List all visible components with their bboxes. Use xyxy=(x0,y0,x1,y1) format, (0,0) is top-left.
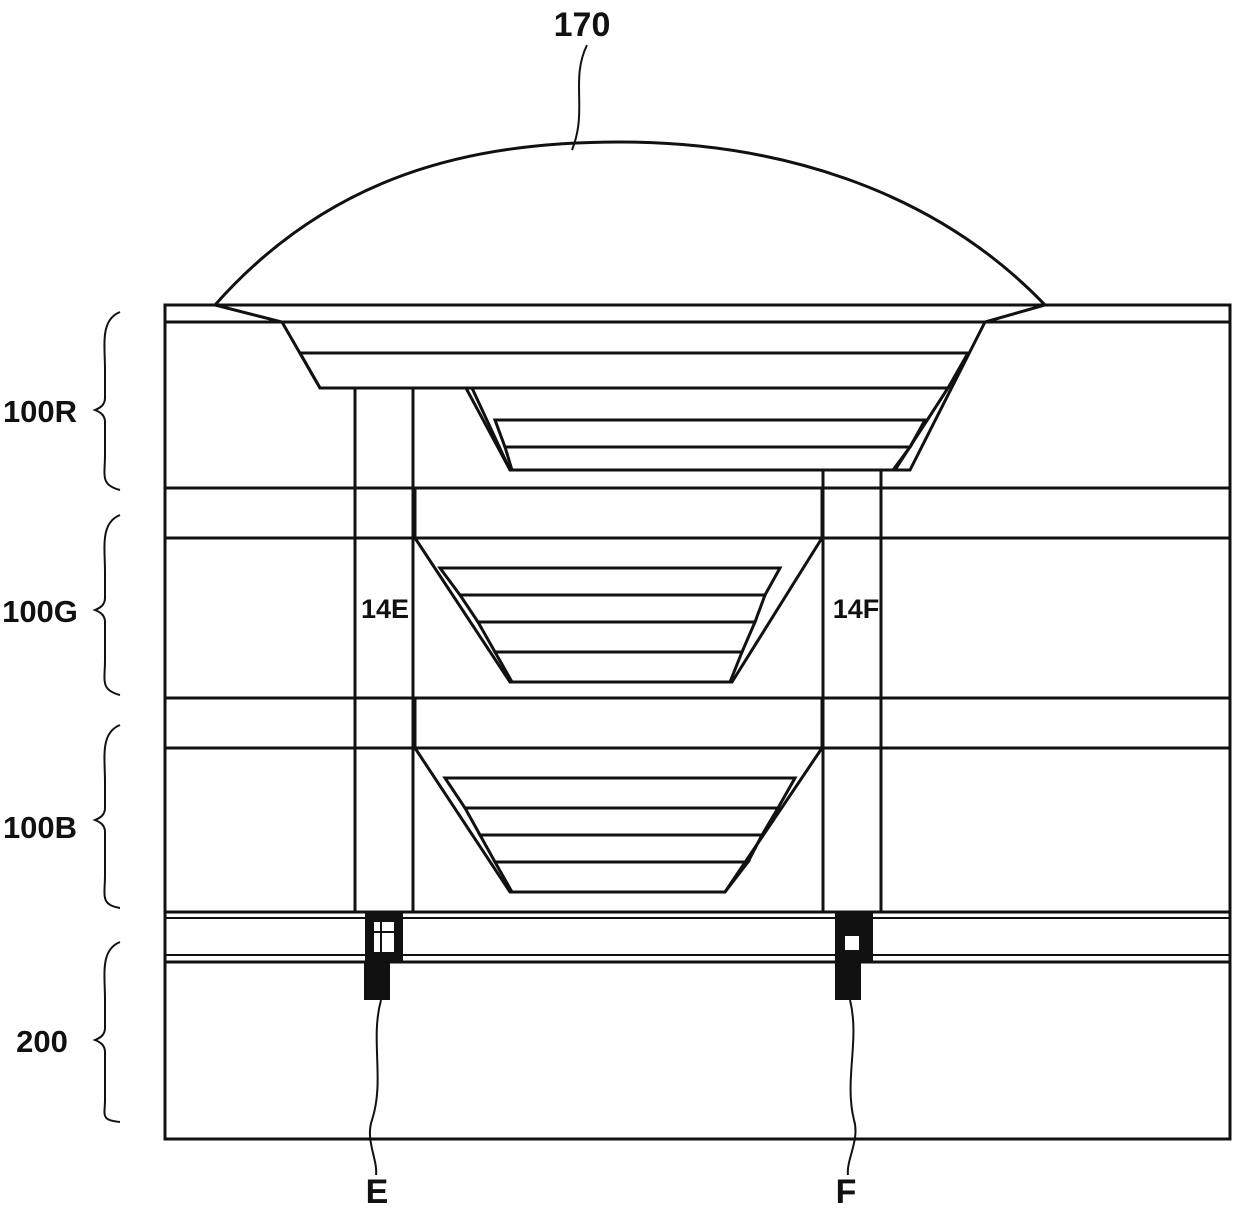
blue-cup-body xyxy=(465,808,778,835)
label-layer-green: 100G xyxy=(2,594,78,629)
via-right xyxy=(823,470,881,912)
brace-red xyxy=(95,312,120,490)
green-cup-inner xyxy=(478,622,755,652)
label-layer-red: 100R xyxy=(3,394,77,429)
label-substrate: 200 xyxy=(16,1024,68,1059)
label-via-left: 14E xyxy=(361,594,409,624)
green-cup-top xyxy=(440,568,780,595)
green-cup-body xyxy=(460,595,765,622)
brace-substrate xyxy=(95,942,120,1122)
brace-blue xyxy=(95,725,120,908)
green-layer-grid xyxy=(165,538,1230,698)
blue-cup-bottom xyxy=(495,862,748,892)
red-layer-grid xyxy=(165,322,1230,488)
leader-terminal-left xyxy=(370,1000,381,1175)
label-terminal-left: E xyxy=(366,1173,389,1211)
leader-terminal-right xyxy=(848,1000,856,1175)
blue-cup-inner xyxy=(480,835,762,862)
red-cup-inner xyxy=(495,420,925,447)
leader-lens xyxy=(572,45,587,150)
substrate-region xyxy=(165,962,1230,1139)
brace-green xyxy=(95,515,120,695)
label-via-right: 14F xyxy=(833,594,880,624)
terminal-right-contact xyxy=(835,912,873,1000)
green-cup-bottom xyxy=(495,652,742,682)
red-cup-bottom xyxy=(505,447,910,470)
red-cup-top xyxy=(300,353,968,388)
via-left xyxy=(355,388,413,912)
red-cup-body xyxy=(415,388,948,470)
terminal-left-contact xyxy=(364,912,403,1000)
separator-red-green xyxy=(165,488,1230,538)
label-terminal-right: F xyxy=(836,1173,857,1211)
blue-layer-grid xyxy=(165,748,1230,912)
label-lens: 170 xyxy=(554,6,611,44)
top-strip xyxy=(165,305,1230,322)
separator-green-blue xyxy=(165,698,1230,748)
label-layer-blue: 100B xyxy=(3,810,77,845)
blue-cup-top xyxy=(445,778,795,808)
